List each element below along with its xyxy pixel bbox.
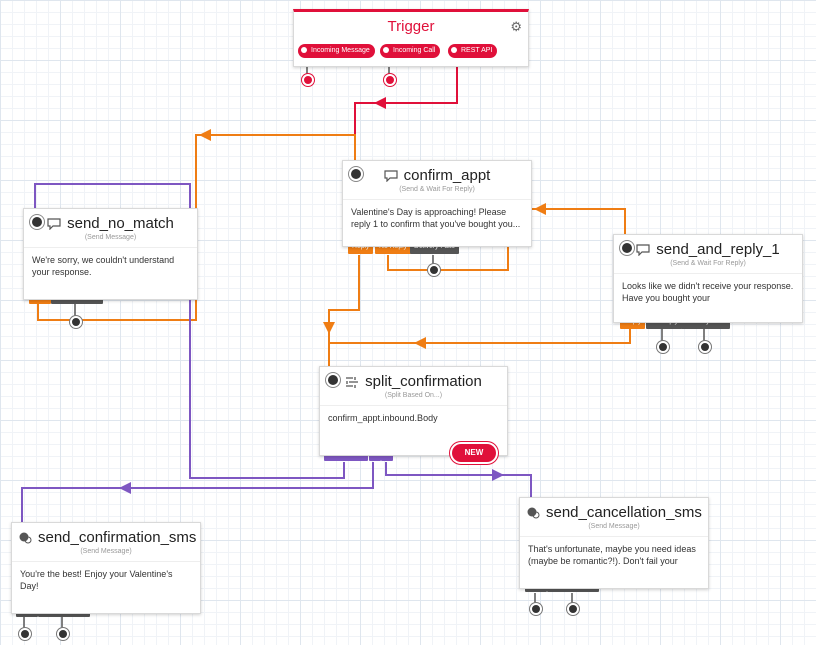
incoming-call-port[interactable] — [384, 74, 396, 86]
node-body: confirm_appt.inbound.Body — [328, 413, 438, 423]
node-title: send_and_reply_1 — [656, 241, 780, 258]
trigger-incoming-message[interactable]: Incoming Message — [298, 44, 375, 58]
node-subtitle: (Send & Wait For Reply) — [399, 186, 475, 193]
delivery-fails-port[interactable] — [428, 264, 440, 276]
node-subtitle: (Send & Wait For Reply) — [670, 260, 746, 267]
node-title: split_confirmation — [365, 373, 482, 390]
node-title: send_cancellation_sms — [546, 504, 702, 521]
no-reply-port[interactable] — [657, 341, 669, 353]
wire-branch-1-to-confirmation — [21, 462, 374, 530]
delivery-fails-port[interactable] — [699, 341, 711, 353]
sent-port[interactable] — [530, 603, 542, 615]
node-subtitle: (Split Based On...) — [384, 392, 443, 399]
sent-port[interactable] — [19, 628, 31, 640]
send-no-match-node[interactable]: send_no_match (Send Message) We're sorry… — [23, 208, 198, 300]
chat-icon — [384, 169, 398, 182]
failed-to-send-port[interactable] — [57, 628, 69, 640]
node-body: That's unfortunate, maybe you need ideas… — [528, 544, 696, 566]
failed-to-send-port[interactable] — [567, 603, 579, 615]
chat-icon — [636, 243, 650, 256]
node-body: Looks like we didn't receive your respon… — [622, 281, 794, 303]
gears-icon[interactable]: ⚙ — [510, 19, 522, 34]
wire-no-matches-to-send-no-match — [34, 183, 345, 479]
chat-icon — [47, 217, 61, 230]
send-and-reply-1-node[interactable]: send_and_reply_1 (Send & Wait For Reply)… — [613, 234, 803, 323]
node-body: We're sorry, we couldn't understand your… — [32, 255, 175, 277]
chat-bubbles-icon — [527, 507, 540, 518]
split-icon — [346, 376, 359, 388]
trigger-node[interactable]: Trigger ⚙ Incoming Message Incoming Call… — [293, 9, 529, 67]
node-subtitle: (Send Message) — [588, 523, 640, 530]
send-cancellation-sms-node[interactable]: send_cancellation_sms (Send Message) Tha… — [519, 497, 709, 589]
input-port[interactable] — [328, 375, 338, 385]
wire-branch-2-to-cancellation — [385, 462, 532, 505]
input-port[interactable] — [32, 217, 42, 227]
incoming-message-port[interactable] — [302, 74, 314, 86]
node-body: You're the best! Enjoy your Valentine's … — [20, 569, 173, 591]
wire-trigger-to-confirm-appt — [354, 57, 458, 170]
send-confirmation-sms-node[interactable]: send_confirmation_sms (Send Message) You… — [11, 522, 201, 614]
trigger-title: Trigger — [387, 18, 435, 35]
input-port[interactable] — [351, 169, 361, 179]
node-subtitle: (Send Message) — [84, 234, 137, 241]
node-title: confirm_appt — [403, 167, 491, 184]
node-body: Valentine's Day is approaching! Please r… — [351, 207, 521, 229]
wire-reply-to-split — [323, 255, 360, 370]
node-subtitle: (Send Message) — [80, 548, 132, 555]
node-title: send_confirmation_sms — [38, 529, 197, 546]
split-confirmation-node[interactable]: split_confirmation (Split Based On...) c… — [319, 366, 508, 456]
new-branch-button[interactable]: NEW — [452, 444, 496, 462]
trigger-rest-api[interactable]: REST API — [448, 44, 498, 58]
input-port[interactable] — [622, 243, 632, 253]
trigger-incoming-call[interactable]: Incoming Call — [380, 44, 441, 58]
wire-no-reply-to-send-and-reply — [387, 203, 626, 271]
confirm-appt-node[interactable]: confirm_appt (Send & Wait For Reply) Val… — [342, 160, 532, 247]
node-title: send_no_match — [67, 215, 174, 232]
wire-send-and-reply-to-split — [329, 328, 631, 349]
chat-bubbles-icon — [19, 532, 32, 543]
failed-to-send-port[interactable] — [70, 316, 82, 328]
